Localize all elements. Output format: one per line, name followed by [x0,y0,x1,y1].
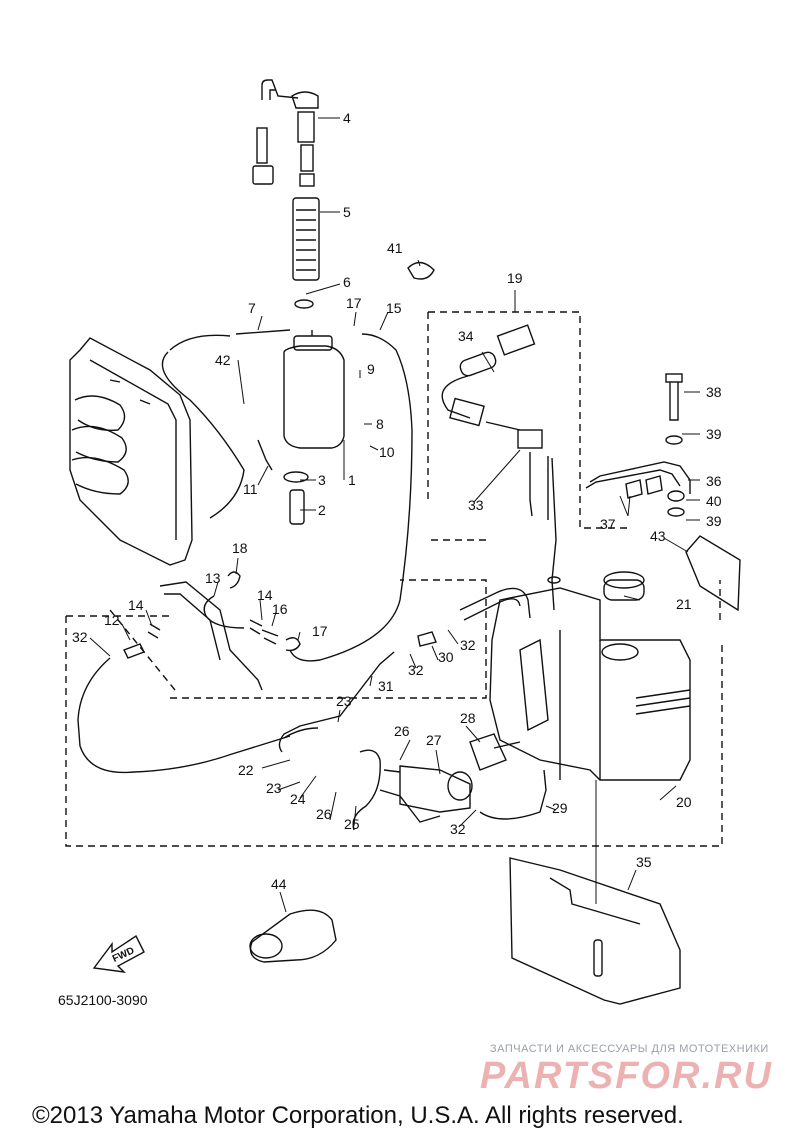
hose-15 [289,333,413,662]
callout-36: 36 [706,473,722,489]
copyright-notice: ©2013 Yamaha Motor Corporation, U.S.A. A… [32,1102,684,1129]
callout-1: 1 [348,472,356,488]
callout-16: 16 [272,601,288,617]
callout-14a: 14 [257,587,273,603]
fuel-cap-28 [469,733,521,771]
callout-18: 18 [232,540,248,556]
fwd-arrow [92,934,145,973]
callout-26a: 26 [394,723,410,739]
callout-44: 44 [271,876,287,892]
callout-37: 37 [600,516,616,532]
callout-13: 13 [205,570,221,586]
callout-24: 24 [290,791,306,807]
watermark-tagline: ЗАПЧАСТИ И АКСЕССУАРЫ ДЛЯ МОТОТЕХНИКИ [490,1043,769,1055]
callout-35: 35 [636,854,652,870]
callout-43: 43 [650,528,666,544]
callout-39b: 39 [706,513,722,529]
hose-32-left [77,657,291,774]
callout-6: 6 [343,274,351,290]
clip-41 [407,261,435,280]
callout-19: 19 [507,270,523,286]
fuel-pump-27 [379,765,473,823]
bolt-38 [665,373,685,517]
callout-33: 33 [468,497,484,513]
pad-37 [625,475,663,499]
callout-27: 27 [426,732,442,748]
clip-17 [285,637,301,652]
callout-4: 4 [343,110,351,126]
sensor-33 [449,397,561,611]
callout-21: 21 [676,596,692,612]
hose-31 [278,651,395,753]
callout-17a: 17 [346,295,362,311]
bracket-36 [585,461,691,494]
callout-32b: 32 [460,637,476,653]
callout-30: 30 [438,649,454,665]
callout-14b: 14 [128,597,144,613]
fuel-tank-20 [489,571,691,781]
callout-8: 8 [376,416,384,432]
callout-42: 42 [215,352,231,368]
fitting-12 [123,643,145,659]
callout-5: 5 [343,204,351,220]
label-plate-43 [685,535,741,612]
main-boundary [65,539,723,847]
fuel-filter-element [292,197,320,281]
callout-23b: 23 [266,780,282,796]
sleeve-44-end [249,933,283,959]
engine-cover [69,337,193,566]
callout-15: 15 [386,300,402,316]
callout-32c: 32 [408,662,424,678]
callout-17b: 17 [312,623,328,639]
o-ring-6 [294,299,314,309]
callout-40: 40 [706,493,722,509]
callout-28: 28 [460,710,476,726]
callout-29: 29 [552,800,568,816]
callout-25: 25 [344,816,360,832]
callout-23a: 23 [336,693,352,709]
hose-29 [479,769,547,820]
callout-32a: 32 [72,629,88,645]
diagram-code: 65J2100-3090 [58,992,148,1008]
watermark-logo: PARTSFOR.RU [480,1055,773,1097]
fitting-14a [147,623,161,639]
connector-34 [441,324,536,419]
fitting-16 [261,629,279,645]
fitting-14b [249,619,263,635]
callout-26b: 26 [316,806,332,822]
callout-2: 2 [318,502,326,518]
callout-38: 38 [706,384,722,400]
engine-mount-rail [159,581,263,691]
sleeve-44 [249,909,337,963]
callout-9: 9 [367,361,375,377]
callout-39a: 39 [706,426,722,442]
subassembly-boundary-19 [427,311,632,529]
fuel-gauge-sender [252,79,319,187]
callout-3: 3 [318,472,326,488]
hose-section-top [459,587,531,621]
callout-31: 31 [378,678,394,694]
fitting-30 [417,631,437,647]
clip-18 [227,571,241,589]
callout-20: 20 [676,794,692,810]
hose-7 [161,329,291,519]
callout-41: 41 [387,240,403,256]
callout-22: 22 [238,762,254,778]
hose-22 [283,727,319,739]
tank-bracket-35 [509,857,681,1005]
callout-34: 34 [458,328,474,344]
callout-11: 11 [243,481,258,497]
callout-labels: 4 5 41 6 19 7 17 15 42 9 34 38 39 36 40 … [72,110,722,965]
callout-7: 7 [248,300,256,316]
fwd-label: FWD [111,945,136,965]
callout-10: 10 [379,444,395,460]
leader-lines [89,117,700,913]
callout-32d: 32 [450,821,466,837]
callout-12: 12 [104,612,120,628]
oil-tank-assembly [257,330,345,525]
